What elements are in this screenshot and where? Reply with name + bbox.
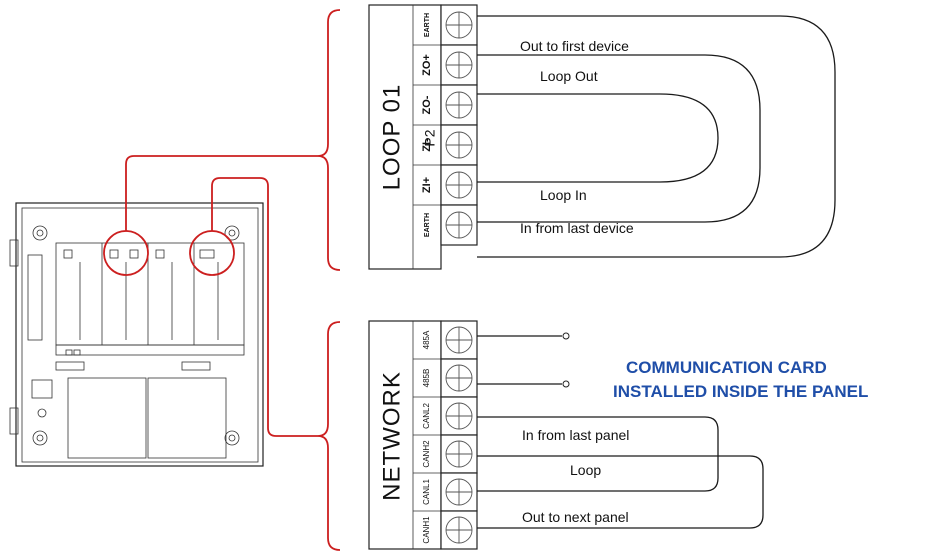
pin-label: ZO+ xyxy=(421,54,433,76)
pin-label: 485A xyxy=(422,330,431,349)
label-in-from-last-panel: In from last panel xyxy=(522,427,629,443)
pin-label: ZI+ xyxy=(421,177,433,193)
caption-line-1: COMMUNICATION CARD xyxy=(626,358,827,377)
label-loop-out: Loop Out xyxy=(540,68,598,84)
label-out-to-first: Out to first device xyxy=(520,38,629,54)
pin-label: ZI- xyxy=(421,138,433,152)
brace-loop xyxy=(317,9,341,271)
pin-label: EARTH xyxy=(424,213,431,237)
wire-device-loop xyxy=(477,54,761,223)
loop-terminal-block: LOOP 01 P2 EARTH ZO+ ZO- ZI- ZI+ EARTH xyxy=(368,4,478,270)
wire-loop-return xyxy=(477,93,719,183)
label-in-from-last: In from last device xyxy=(520,220,634,236)
panel-enclosure xyxy=(9,202,264,467)
label-loop: Loop xyxy=(570,462,601,478)
wire-canl-loop xyxy=(477,416,719,492)
network-title: NETWORK xyxy=(378,371,405,501)
pin-label: CANH1 xyxy=(422,516,431,544)
network-terminals xyxy=(440,320,478,550)
callout-line-network xyxy=(211,177,318,437)
label-out-to-next-panel: Out to next panel xyxy=(522,509,629,525)
network-wires: In from last panel Loop Out to next pane… xyxy=(477,332,764,529)
callout-circle-network xyxy=(189,230,235,276)
loop-title: LOOP 01 xyxy=(378,84,405,191)
label-loop-in: Loop In xyxy=(540,187,587,203)
wire-canh-loop xyxy=(477,455,764,529)
pin-label: ZO- xyxy=(421,95,433,114)
pin-label: 485B xyxy=(422,369,431,388)
connector-label: P2 xyxy=(422,129,438,146)
pin-label: CANH2 xyxy=(422,440,431,468)
loop-terminals xyxy=(440,4,478,246)
wire-earth-loop xyxy=(477,15,836,258)
pin-label: EARTH xyxy=(424,13,431,37)
brace-network xyxy=(317,321,341,551)
caption: COMMUNICATION CARD INSTALLED INSIDE THE … xyxy=(613,358,868,401)
loop-wires: Out to first device Loop Out Loop In In … xyxy=(477,15,836,258)
callout-lines xyxy=(103,9,341,551)
callout-line-loop xyxy=(125,155,318,231)
pin-label: CANL1 xyxy=(422,479,431,505)
loop-pin-labels: EARTH ZO+ ZO- ZI- ZI+ EARTH xyxy=(413,13,441,237)
caption-line-2: INSTALLED INSIDE THE PANEL xyxy=(613,382,868,401)
pin-label: CANL2 xyxy=(422,403,431,429)
